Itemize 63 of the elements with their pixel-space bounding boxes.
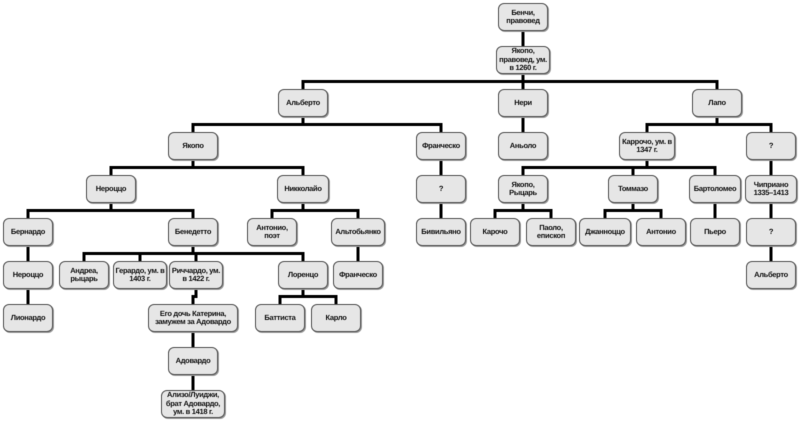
- person-box: [498, 3, 548, 31]
- connector-line: [192, 375, 194, 390]
- person-box: [255, 304, 305, 332]
- person-box: [416, 175, 466, 203]
- person-box: [579, 218, 631, 246]
- connector-line: [716, 117, 772, 132]
- person-box: [416, 218, 466, 246]
- person-box: [86, 175, 136, 203]
- connector-line: [522, 74, 718, 89]
- person-box: [745, 175, 797, 203]
- connector-line: [192, 160, 304, 175]
- person-box: [416, 132, 466, 160]
- connector-line: [440, 160, 442, 175]
- person-box: [746, 218, 796, 246]
- person-box: [278, 261, 328, 289]
- person-box: [498, 89, 548, 117]
- person-box: [689, 175, 741, 203]
- connector-line: [356, 246, 360, 261]
- person-box: [746, 132, 796, 160]
- person-box: [690, 218, 740, 246]
- person-box: [3, 261, 53, 289]
- connector-line: [646, 160, 716, 175]
- person-box: [59, 261, 109, 289]
- person-box: [746, 261, 796, 289]
- person-box: [169, 261, 223, 289]
- person-box: [331, 218, 385, 246]
- connector-line: [192, 289, 198, 304]
- person-box: [526, 218, 576, 246]
- connector-line: [770, 246, 772, 261]
- connector-line: [440, 203, 442, 218]
- connector-line: [522, 31, 524, 46]
- person-box: [277, 175, 329, 203]
- person-box: [608, 175, 658, 203]
- person-box: [168, 347, 218, 375]
- connector-line: [26, 246, 30, 261]
- person-box: [311, 304, 361, 332]
- connector-line: [770, 160, 772, 175]
- connector-line: [714, 203, 716, 218]
- person-box: [636, 218, 686, 246]
- person-box: [333, 261, 383, 289]
- connector-line: [302, 289, 338, 304]
- connector-line: [302, 117, 442, 132]
- person-box: [470, 218, 520, 246]
- person-box: [247, 218, 297, 246]
- person-box: [619, 132, 675, 160]
- connector-line: [192, 332, 194, 347]
- person-box: [168, 132, 218, 160]
- person-box: [168, 218, 218, 246]
- connector-line: [26, 289, 30, 304]
- connector-line: [522, 203, 552, 218]
- connector-line: [632, 203, 662, 218]
- person-box: [113, 261, 167, 289]
- connector-line: [522, 117, 524, 132]
- connector-line: [110, 203, 194, 218]
- person-box: [148, 304, 238, 332]
- person-box: [692, 89, 742, 117]
- connector-line: [770, 203, 772, 218]
- person-box: [3, 304, 53, 332]
- person-box: [498, 175, 548, 203]
- connector-line: [302, 203, 360, 218]
- person-box: [278, 89, 328, 117]
- person-box: [3, 218, 53, 246]
- person-box: [498, 132, 548, 160]
